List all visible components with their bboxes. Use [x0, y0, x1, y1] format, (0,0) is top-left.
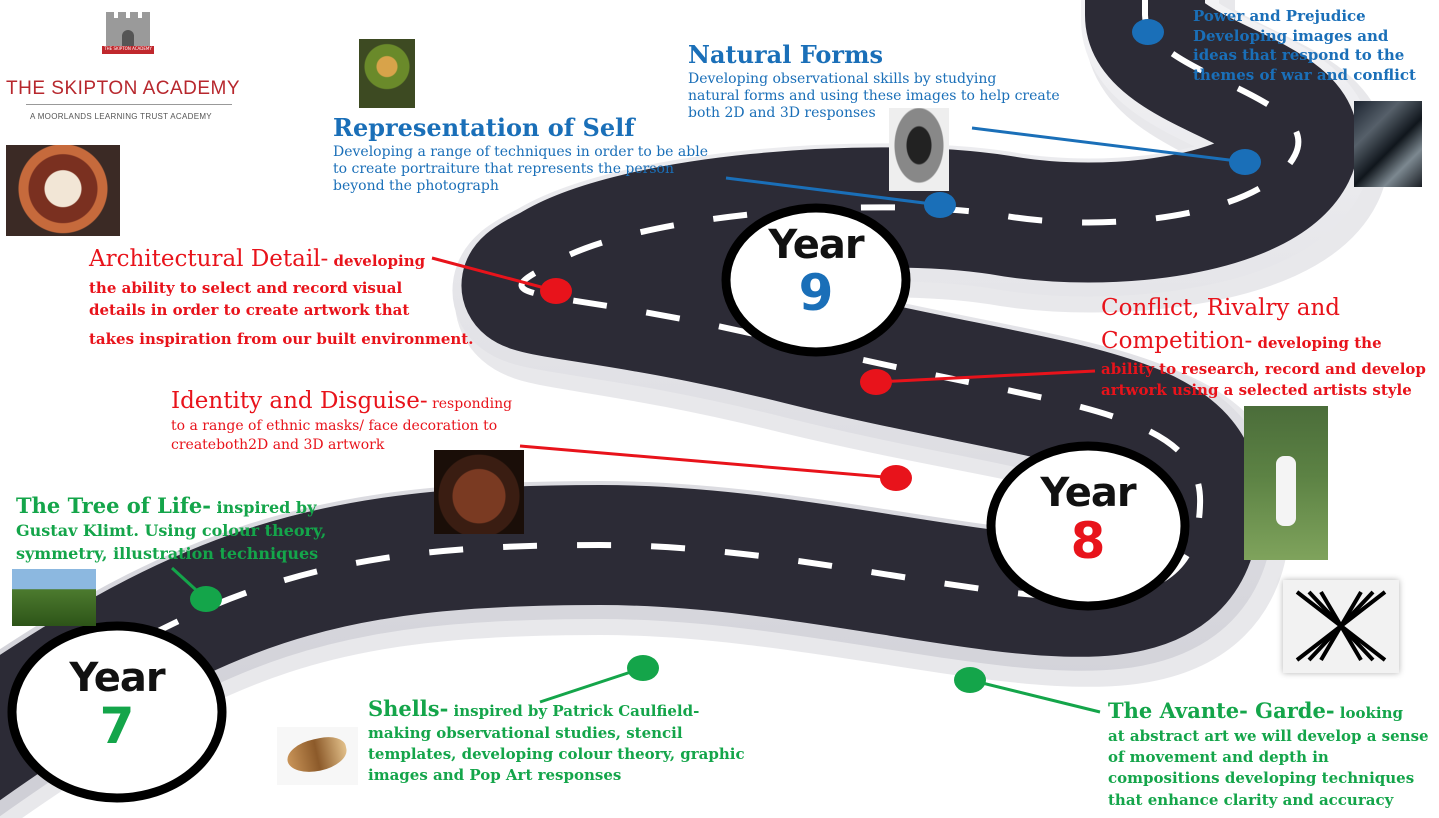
topic-tree-of-life: The Tree of Life- inspired by Gustav Kli…	[16, 491, 326, 565]
architecture-photo	[6, 145, 120, 236]
milestone-dot	[924, 192, 956, 218]
topic-text: natural forms and using these images to …	[688, 88, 1060, 105]
topic-text: takes inspiration from our built environ…	[89, 329, 474, 348]
topic-text: images and Pop Art responses	[368, 766, 622, 785]
topic-text: developing	[333, 252, 426, 270]
shell-photo	[277, 727, 358, 785]
milestone-dot	[190, 586, 222, 612]
year-word: Year	[1040, 470, 1136, 516]
topic-text: templates, developing colour theory, gra…	[368, 745, 745, 764]
road-centre-line	[0, 0, 1298, 755]
topic-title: Shells-	[368, 696, 449, 721]
war-artwork-image	[1354, 101, 1422, 187]
milestone-dot	[627, 655, 659, 681]
topic-title: Competition-	[1101, 328, 1253, 355]
topic-text: developing the	[1257, 334, 1382, 353]
logo-divider	[26, 104, 232, 105]
milestone-dot	[860, 369, 892, 395]
topic-avante-garde: The Avante- Garde- looking at abstract a…	[1108, 696, 1429, 811]
topic-conflict-rivalry: Conflict, Rivalry and Competition- devel…	[1101, 292, 1426, 402]
topic-text: to a range of ethnic masks/ face decorat…	[171, 418, 498, 435]
topic-title: The Tree of Life-	[16, 493, 211, 518]
topic-text: Gustav Klimt. Using colour theory,	[16, 521, 327, 541]
topic-title: Natural Forms	[688, 40, 883, 69]
school-name: THE SKIPTON ACADEMY	[6, 78, 241, 99]
year-number: 8	[1070, 512, 1106, 570]
topic-text: Developing a range of techniques in orde…	[333, 144, 708, 161]
topic-text: looking	[1339, 704, 1403, 722]
topic-text: symmetry, illustration techniques	[16, 543, 319, 563]
topic-text: that enhance clarity and accuracy	[1108, 790, 1394, 809]
year-9-label: Year 9	[736, 222, 896, 322]
topic-power-prejudice: Power and Prejudice Developing images an…	[1193, 7, 1416, 85]
year-7-circle	[7, 621, 227, 803]
year-9-circle	[721, 203, 911, 357]
milestone-dot	[1229, 149, 1261, 175]
year-word: Year	[768, 222, 864, 268]
topic-title: The Avante- Garde-	[1108, 698, 1335, 723]
topic-text: Developing images and	[1193, 26, 1389, 45]
topic-representation-of-self: Representation of Self Developing a rang…	[333, 113, 708, 196]
topic-title: Architectural Detail-	[89, 246, 329, 272]
connector-line	[519, 444, 897, 480]
connector-line	[539, 666, 644, 704]
topic-text: to create portraiture that represents th…	[333, 161, 675, 178]
school-tagline: A MOORLANDS LEARNING TRUST ACADEMY	[30, 112, 212, 121]
topic-text: ability to research, record and develop	[1101, 359, 1426, 378]
topic-text: createboth2D and 3D artwork	[171, 436, 385, 453]
topic-title: Representation of Self	[333, 113, 635, 142]
connector-line	[969, 678, 1101, 714]
year-number: 7	[99, 697, 135, 755]
artichoke-photo	[889, 108, 949, 191]
connector-line	[875, 369, 1096, 384]
crest-banner-text: THE SKIPTON ACADEMY	[104, 46, 152, 51]
topic-text: ideas that respond to the	[1193, 46, 1405, 64]
topic-title: Conflict, Rivalry and	[1101, 295, 1340, 321]
tree-of-life-photo	[12, 569, 96, 626]
topic-text: responding	[432, 396, 513, 412]
topic-text: beyond the photograph	[333, 178, 499, 195]
milestone-dot	[880, 465, 912, 491]
topic-architectural-detail: Architectural Detail- developing the abi…	[89, 242, 473, 350]
topic-text: of movement and depth in	[1108, 748, 1329, 767]
year-number: 9	[798, 264, 834, 322]
tennis-player-photo	[1244, 406, 1328, 560]
school-logo: THE SKIPTON ACADEMY THE SKIPTON ACADEMY …	[0, 8, 260, 128]
topic-text: inspired by Patrick Caulfield-	[453, 702, 700, 720]
connector-line	[971, 126, 1246, 164]
maori-mask-photo	[434, 450, 524, 534]
milestone-dot	[954, 667, 986, 693]
topic-text: both 2D and 3D responses	[688, 105, 876, 122]
year-word: Year	[69, 655, 165, 701]
topic-text: at abstract art we will develop a sense	[1108, 726, 1429, 745]
op-art-image	[1283, 580, 1399, 673]
topic-shells: Shells- inspired by Patrick Caulfield- m…	[368, 694, 745, 786]
topic-text: themes of war and conflict	[1193, 65, 1416, 84]
year-8-label: Year 8	[1008, 470, 1168, 570]
connector-line	[431, 256, 557, 293]
shell-shape	[284, 733, 350, 777]
year-8-circle	[986, 441, 1190, 611]
milestone-dot	[1132, 19, 1164, 45]
topic-natural-forms: Natural Forms Developing observational s…	[688, 40, 1060, 123]
topic-identity-disguise: Identity and Disguise- responding to a r…	[171, 386, 512, 455]
milestone-dot	[540, 278, 572, 304]
arcimboldo-portrait-image	[359, 39, 415, 108]
topic-text: compositions developing techniques	[1108, 769, 1415, 788]
op-art-pattern-icon	[1295, 590, 1387, 662]
topic-text: Developing observational skills by study…	[688, 71, 997, 88]
topic-text: making observational studies, stencil	[368, 724, 683, 743]
player-figure	[1276, 456, 1296, 526]
topic-text: the ability to select and record visual	[89, 278, 403, 297]
year-7-label: Year 7	[37, 655, 197, 755]
topic-text: inspired by	[216, 498, 317, 517]
castle-crest-icon	[102, 12, 154, 54]
topic-text: artwork using a selected artists style	[1101, 381, 1412, 400]
topic-title: Identity and Disguise-	[171, 388, 428, 414]
connector-line	[725, 176, 941, 207]
topic-title: Power and Prejudice	[1193, 7, 1366, 25]
topic-text: details in order to create artwork that	[89, 301, 410, 319]
